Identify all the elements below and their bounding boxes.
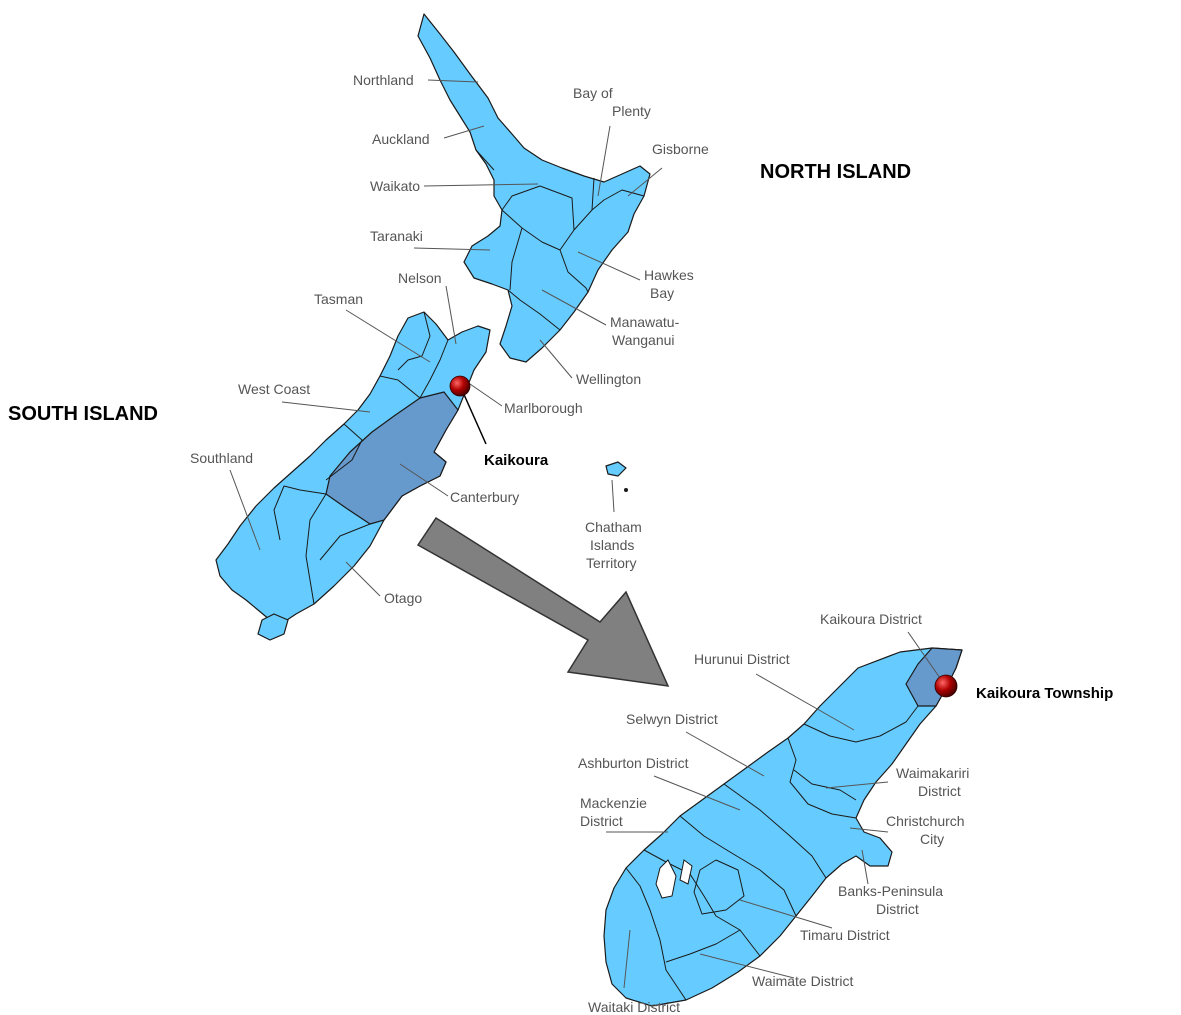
- label-selwyn: Selwyn District: [626, 711, 718, 727]
- label-waimate: Waimate District: [752, 973, 853, 989]
- chatham-islet: [624, 488, 628, 492]
- label-timaru: Timaru District: [800, 927, 890, 943]
- label-gisborne: Gisborne: [652, 141, 709, 157]
- label-tasman: Tasman: [314, 291, 363, 307]
- north-island-label: NORTH ISLAND: [760, 161, 911, 183]
- south-island-map: [215, 311, 491, 641]
- kaikoura-district-region: [905, 647, 963, 707]
- label-chatham-2: Islands: [590, 537, 634, 553]
- district-borders: [625, 705, 919, 1001]
- label-kaikoura: Kaikoura: [484, 452, 549, 469]
- label-waimakariri-2: District: [918, 783, 961, 799]
- label-waitaki: Waitaki District: [588, 999, 680, 1015]
- label-marlborough: Marlborough: [504, 400, 583, 416]
- label-kaikoura-township: Kaikoura Township: [976, 685, 1113, 702]
- label-hawkes-2: Bay: [650, 285, 674, 301]
- label-bay-of-plenty-2: Plenty: [612, 103, 651, 119]
- label-southland: Southland: [190, 450, 253, 466]
- label-canterbury: Canterbury: [450, 489, 519, 505]
- canterbury-district-map: [603, 647, 963, 1007]
- label-otago: Otago: [384, 590, 422, 606]
- lake-2: [679, 859, 693, 885]
- label-bay-of-plenty-1: Bay of: [573, 85, 613, 101]
- lake-1: [655, 859, 677, 899]
- label-wellington: Wellington: [576, 371, 641, 387]
- label-banks-2: District: [876, 901, 919, 917]
- label-kaikoura-district: Kaikoura District: [820, 611, 922, 627]
- label-nelson: Nelson: [398, 270, 442, 286]
- label-banks-1: Banks-Peninsula: [838, 883, 943, 899]
- chatham-islands: [605, 461, 627, 477]
- label-manawatu-1: Manawatu-: [610, 314, 680, 330]
- kaikoura-marker: [449, 375, 471, 397]
- label-mackenzie-1: Mackenzie: [580, 795, 647, 811]
- north-island-map: [417, 13, 651, 363]
- label-northland: Northland: [353, 72, 414, 88]
- north-region-borders: [475, 149, 645, 331]
- label-manawatu-2: Wanganui: [612, 332, 675, 348]
- stewart-island: [257, 613, 289, 641]
- label-hurunui: Hurunui District: [694, 651, 790, 667]
- label-waimakariri-1: Waimakariri: [896, 765, 969, 781]
- label-chatham-1: Chatham: [585, 519, 642, 535]
- label-ashburton: Ashburton District: [578, 755, 689, 771]
- label-west-coast: West Coast: [238, 381, 310, 397]
- label-hawkes-1: Hawkes: [644, 267, 694, 283]
- zoom-arrow: [416, 516, 670, 687]
- district-labels: Kaikoura District Kaikoura Township Huru…: [578, 611, 1113, 1015]
- label-mackenzie-2: District: [580, 813, 623, 829]
- nz-region-labels: Northland Auckland Waikato Bay of Plenty…: [190, 72, 709, 606]
- label-christchurch-1: Christchurch: [886, 813, 965, 829]
- label-chatham-3: Territory: [586, 555, 637, 571]
- nz-leader-lines: [229, 79, 663, 597]
- south-island-label: SOUTH ISLAND: [8, 403, 158, 425]
- label-taranaki: Taranaki: [370, 228, 423, 244]
- kaikoura-township-marker: [934, 674, 958, 698]
- canterbury-region: [325, 391, 459, 525]
- label-waikato: Waikato: [370, 178, 420, 194]
- south-region-borders: [273, 311, 449, 605]
- label-christchurch-2: City: [920, 831, 944, 847]
- district-leader-lines: [606, 631, 941, 989]
- label-auckland: Auckland: [372, 131, 430, 147]
